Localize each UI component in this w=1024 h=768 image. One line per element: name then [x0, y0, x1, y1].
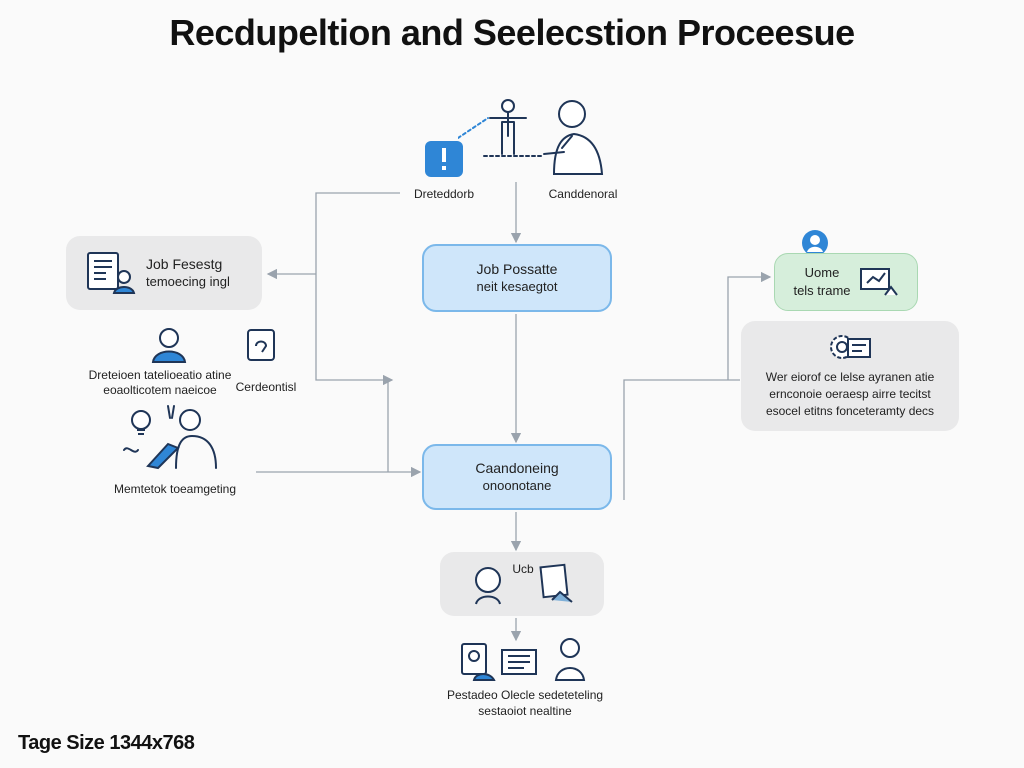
footer-page-size: Tage Size 1344x768: [18, 732, 195, 754]
left-caption-2: Cerdeontisl: [235, 380, 297, 394]
bottom-caption-1: Pestadeo Olecle sedeteteling: [446, 688, 604, 702]
person-thinking-icon: [540, 96, 610, 176]
left-caption-1b: eoaolticotem naeicoe: [103, 383, 217, 397]
settings-document-icon: [826, 329, 874, 365]
job-posting-left-subtitle: temoecing ingl: [146, 274, 230, 289]
document-check-icon: [538, 562, 576, 606]
user-badge-icon: [800, 228, 830, 258]
interview-label: Ucb: [512, 562, 534, 576]
right-grey-line-3: esocel etitns fonceteramty decs: [765, 404, 935, 418]
lightbulb-icon: [126, 408, 156, 438]
person-avatar-icon: [150, 326, 188, 364]
candidate-screening-title: Caandoneing: [475, 460, 559, 476]
group-discussion-icon: [118, 404, 222, 472]
right-green-box[interactable]: Uome tels trame: [774, 253, 918, 311]
job-posting-center-title: Job Possatte: [476, 261, 558, 277]
alert-icon: [424, 140, 464, 178]
top-left-caption: Dreteddorb: [413, 187, 475, 201]
right-green-subtitle: tels trame: [793, 283, 851, 298]
checklist-icon: [500, 648, 540, 678]
presentation-icon: [859, 265, 899, 299]
left-caption-1a: Dreteioen tatelioeatio atine: [88, 368, 232, 382]
phone-document-icon: [246, 328, 276, 362]
job-posting-left-title: Job Fesestg: [146, 256, 223, 272]
page-title: Recdupeltion and Seelecstion Proceesue: [169, 12, 855, 53]
candidate-screening-box[interactable]: Caandoneing onoonotane: [422, 444, 612, 510]
job-posting-center-subtitle: neit kesaegtot: [476, 279, 558, 294]
right-green-title: Uome: [804, 265, 840, 280]
id-card-icon: [460, 642, 496, 682]
person-standing-icon: [458, 98, 548, 162]
left-caption-3: Memtetok toeamgeting: [113, 482, 237, 496]
woman-icon: [550, 634, 590, 682]
right-grey-box[interactable]: Wer eiorof ce lelse ayranen atie erncono…: [741, 321, 959, 431]
document-person-icon: [86, 251, 138, 295]
job-posting-center-box[interactable]: Job Possatte neit kesaegtot: [422, 244, 612, 312]
top-right-caption: Canddenoral: [548, 187, 618, 201]
person-head-icon: [468, 562, 508, 606]
job-posting-left-box[interactable]: Job Fesestg temoecing ingl: [66, 236, 262, 310]
candidate-screening-subtitle: onoonotane: [482, 478, 552, 493]
right-grey-line-1: Wer eiorof ce lelse ayranen atie: [765, 370, 935, 384]
right-grey-line-2: ernconoie oeraesp airre tecitst: [769, 387, 931, 401]
interview-box[interactable]: Ucb: [440, 552, 604, 616]
bottom-caption-2: sestaoiot nealtine: [478, 704, 572, 718]
